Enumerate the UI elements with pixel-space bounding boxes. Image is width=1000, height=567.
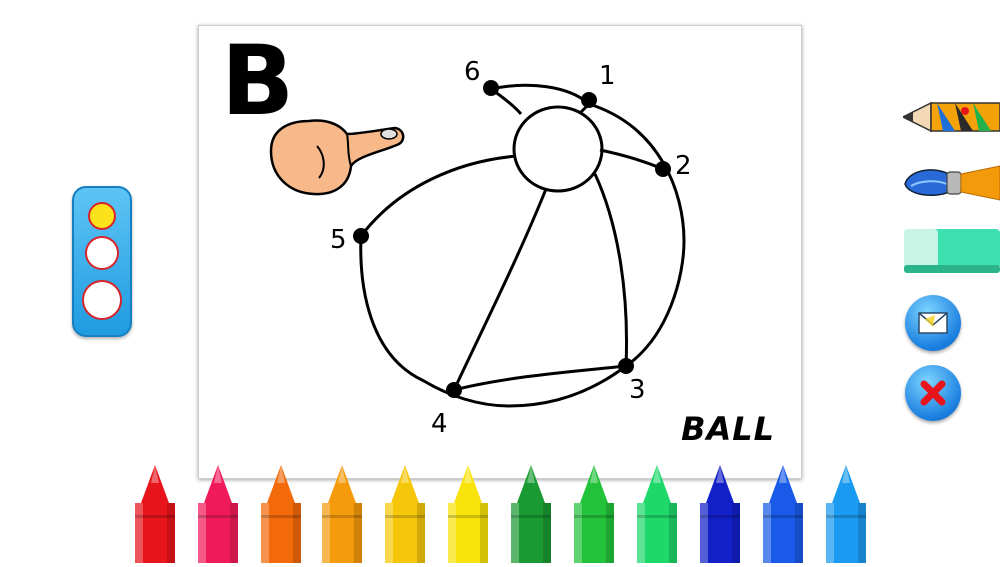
brush-size-medium[interactable] [85, 236, 119, 270]
crayon-2[interactable] [196, 463, 240, 563]
crayon-6[interactable] [446, 463, 490, 563]
crayon-7[interactable] [509, 463, 553, 563]
send-button[interactable] [905, 295, 961, 351]
crayon-12[interactable] [824, 463, 868, 563]
pointing-hand-icon [269, 119, 405, 196]
brush-size-small[interactable] [88, 202, 116, 230]
eraser-icon [904, 229, 1000, 273]
crayon-10[interactable] [698, 463, 742, 563]
ball-line-cap-to-3 [593, 173, 629, 367]
crayon-3[interactable] [259, 463, 303, 563]
dot-3 [618, 358, 634, 374]
dot-1 [581, 92, 597, 108]
paintbrush-tool[interactable] [903, 160, 1000, 202]
paintbrush-icon [904, 165, 1000, 201]
ball-line-cap-to-2 [599, 148, 664, 171]
dot-label-2: 2 [675, 151, 692, 181]
pattern-pencil-icon [901, 101, 1000, 133]
crayon-11[interactable] [761, 463, 805, 563]
crayon-5[interactable] [383, 463, 427, 563]
ball-line-5-to-top [359, 154, 518, 237]
dot-5 [353, 228, 369, 244]
drawing-canvas[interactable]: B 1 2 3 4 5 6 BALL [198, 25, 802, 479]
ball-line-cap-to-4 [452, 188, 548, 391]
letter-title: B [221, 25, 295, 137]
crayon-4[interactable] [320, 463, 364, 563]
dot-label-4: 4 [431, 409, 448, 439]
dot-label-5: 5 [330, 225, 347, 255]
clear-button[interactable] [905, 365, 961, 421]
dot-label-1: 1 [599, 61, 616, 91]
brush-size-panel [72, 186, 132, 337]
connect-dots-drawing[interactable]: 1 2 3 4 5 6 [199, 26, 801, 478]
envelope-icon [918, 312, 948, 334]
pattern-pencil-tool[interactable] [901, 97, 1000, 137]
x-mark-icon [920, 380, 946, 406]
word-label: BALL [681, 410, 775, 448]
eraser-tool[interactable] [904, 229, 1000, 273]
dot-6 [483, 80, 499, 96]
ball-top-cap [512, 105, 604, 193]
dot-label-3: 3 [629, 375, 646, 405]
crayon-9[interactable] [635, 463, 679, 563]
dot-2 [655, 161, 671, 177]
crayon-1[interactable] [133, 463, 177, 563]
dot-4 [446, 382, 462, 398]
ball-outline [359, 102, 686, 408]
crayon-8[interactable] [572, 463, 616, 563]
dot-label-6: 6 [464, 57, 481, 87]
ball-line-4-to-3 [453, 364, 627, 392]
brush-size-large[interactable] [82, 280, 122, 320]
